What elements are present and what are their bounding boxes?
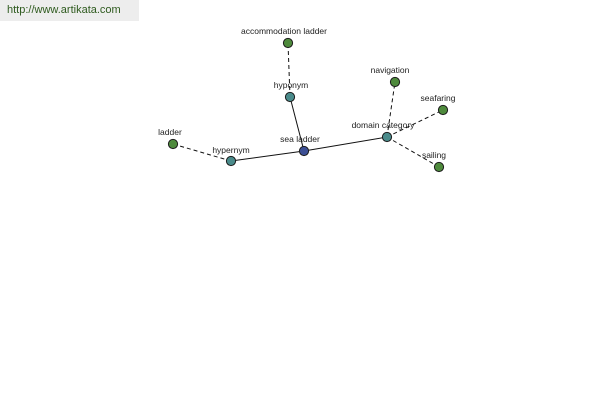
edge-hyponym-to-accommodation-ladder xyxy=(287,42,291,98)
edge-sea-ladder-to-hyponym xyxy=(289,96,305,152)
edges-layer xyxy=(172,42,444,168)
node-navigation[interactable] xyxy=(389,76,401,88)
nodes-layer xyxy=(167,37,449,173)
node-ladder[interactable] xyxy=(167,138,179,150)
edge-domain-category-to-seafaring xyxy=(386,109,444,138)
node-accommodation-ladder[interactable] xyxy=(282,37,294,49)
edge-sea-ladder-to-domain-category xyxy=(303,136,388,152)
labels-layer: sea ladder hyponym hypernym domain category… xyxy=(158,26,456,160)
node-label-hypernym[interactable]: hypernym xyxy=(212,145,249,155)
site-watermark[interactable]: http://www.artikata.com xyxy=(0,0,139,21)
node-seafaring[interactable] xyxy=(437,104,449,116)
node-label-accommodation-ladder[interactable]: accommodation ladder xyxy=(241,26,327,36)
node-label-hyponym[interactable]: hyponym xyxy=(274,80,309,90)
node-label-sailing[interactable]: sailing xyxy=(422,150,446,160)
node-domain-category[interactable] xyxy=(381,131,393,143)
node-label-domain-category[interactable]: domain category xyxy=(352,120,416,130)
edge-hypernym-to-ladder xyxy=(172,143,232,162)
node-label-seafaring[interactable]: seafaring xyxy=(421,93,456,103)
edge-domain-category-to-sailing xyxy=(386,136,440,168)
edge-sea-ladder-to-hypernym xyxy=(230,150,305,162)
node-label-sea-ladder[interactable]: sea ladder xyxy=(280,134,320,144)
node-label-ladder[interactable]: ladder xyxy=(158,127,182,137)
node-hypernym[interactable] xyxy=(225,155,237,167)
edge-domain-category-to-navigation xyxy=(386,81,396,138)
node-sailing[interactable] xyxy=(433,161,445,173)
node-hyponym[interactable] xyxy=(284,91,296,103)
node-sea-ladder[interactable] xyxy=(298,145,310,157)
node-label-navigation[interactable]: navigation xyxy=(371,65,410,75)
